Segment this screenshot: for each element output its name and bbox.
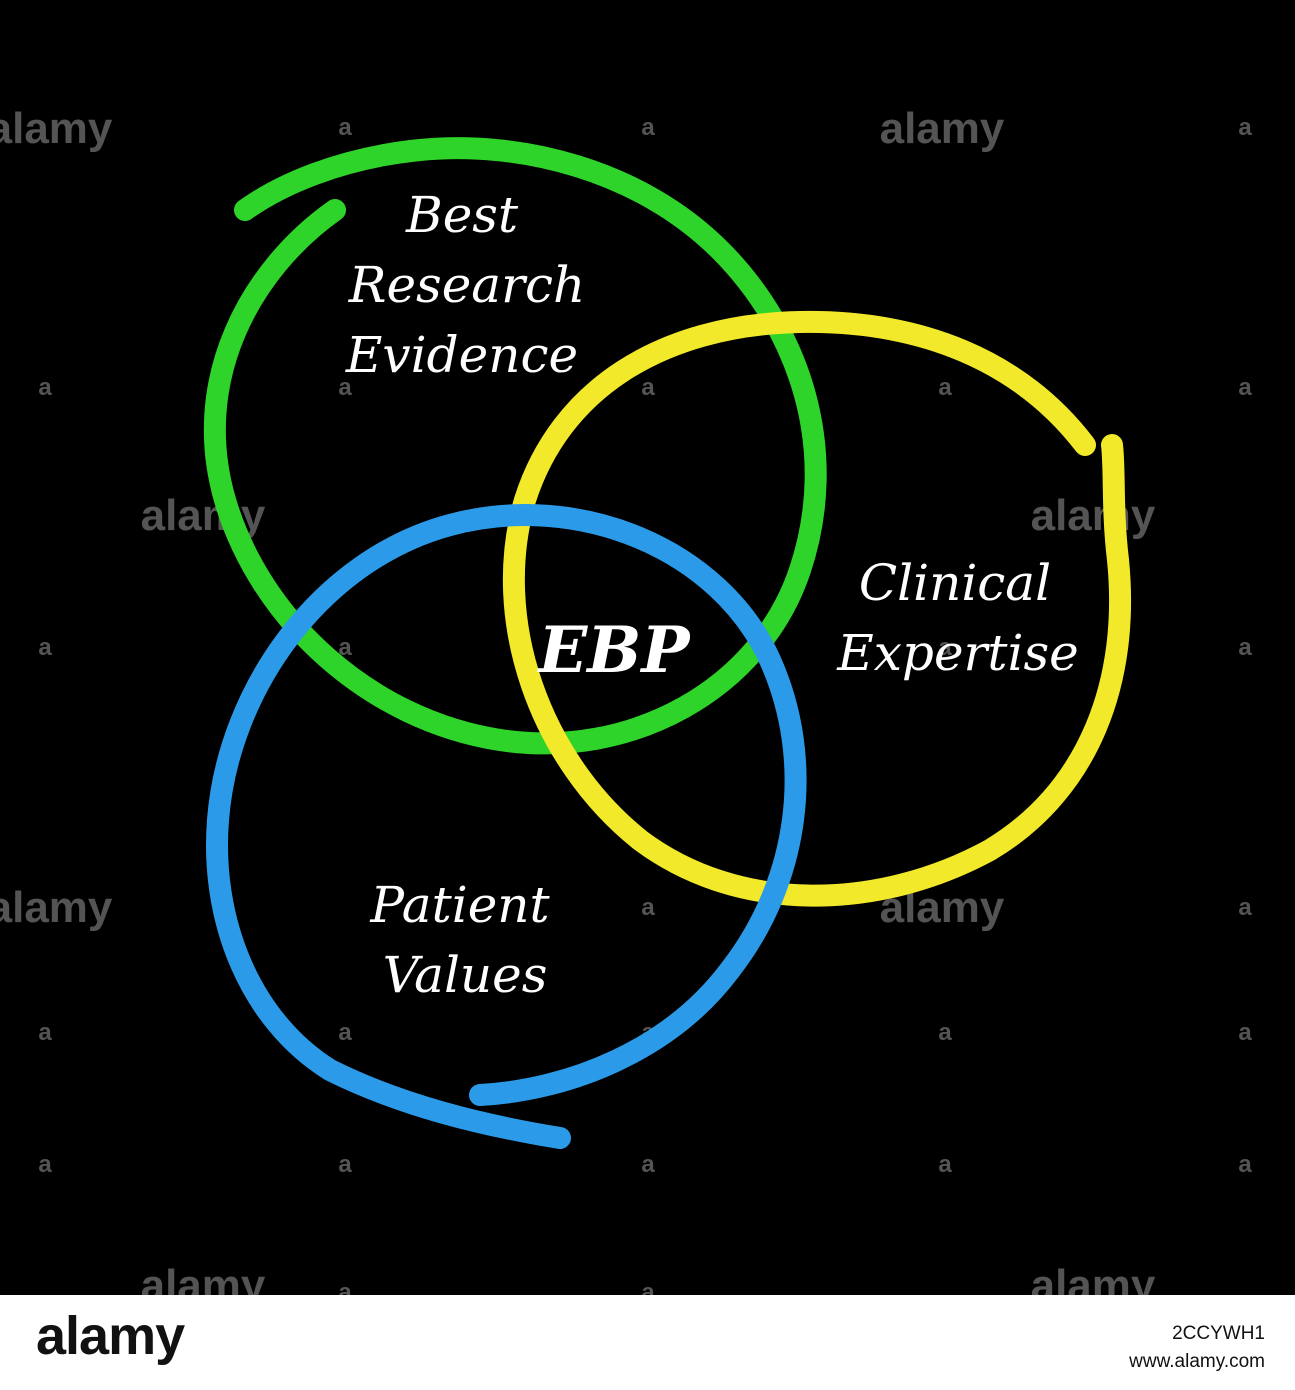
label-center-ebp: EBP (537, 613, 692, 688)
watermark-text: alamy (0, 883, 113, 932)
stock-footer-bar: alamy 2CCYWH1 www.alamy.com (0, 1295, 1295, 1390)
footer-logo[interactable]: alamy (36, 1306, 185, 1366)
watermark-mark: a (641, 114, 655, 141)
label-research: Best Research Evidence (345, 186, 585, 384)
watermark-mark: a (38, 374, 52, 401)
label-patient-line: Values (383, 946, 548, 1004)
watermark-mark: a (338, 634, 352, 661)
watermark-layer: alamy a a alamy a a a a a a alamy alamy … (0, 104, 1252, 1310)
label-patient: Patient Values (369, 876, 550, 1004)
watermark-mark: a (938, 634, 952, 661)
watermark-mark: a (38, 1019, 52, 1046)
watermark-text: alamy (880, 104, 1005, 153)
circle-patient (206, 504, 807, 1149)
circle-research (203, 137, 827, 755)
watermark-mark: a (338, 1019, 352, 1046)
watermark-mark: a (38, 1151, 52, 1178)
watermark-mark: a (338, 114, 352, 141)
watermark-mark: a (1238, 374, 1252, 401)
watermark-mark: a (938, 1151, 952, 1178)
watermark-mark: a (1238, 1151, 1252, 1178)
label-clinical-line: Expertise (836, 624, 1079, 682)
label-research-line: Evidence (345, 326, 578, 384)
watermark-mark: a (641, 1151, 655, 1178)
circle-patient-stroke (206, 504, 807, 1149)
label-research-line: Best (405, 186, 519, 244)
watermark-mark: a (1238, 114, 1252, 141)
label-research-line: Research (348, 256, 585, 314)
watermark-mark: a (938, 1019, 952, 1046)
watermark-mark: a (938, 374, 952, 401)
watermark-mark: a (641, 374, 655, 401)
label-clinical-line: Clinical (859, 554, 1051, 612)
circle-clinical-stroke (502, 310, 1132, 907)
watermark-mark: a (38, 634, 52, 661)
watermark-mark: a (338, 1151, 352, 1178)
label-patient-line: Patient (369, 876, 550, 934)
footer-image-id: 2CCYWH1 (1172, 1323, 1265, 1344)
circle-research-stroke (203, 137, 827, 755)
watermark-mark: a (1238, 894, 1252, 921)
watermark-text: alamy (1031, 491, 1156, 540)
footer-site-link[interactable]: www.alamy.com (1129, 1351, 1265, 1372)
label-clinical: Clinical Expertise (836, 554, 1079, 682)
watermark-mark: a (1238, 634, 1252, 661)
watermark-text: alamy (0, 104, 113, 153)
watermark-mark: a (1238, 1019, 1252, 1046)
watermark-mark: a (641, 894, 655, 921)
circle-clinical (502, 310, 1132, 907)
watermark-mark: a (338, 374, 352, 401)
